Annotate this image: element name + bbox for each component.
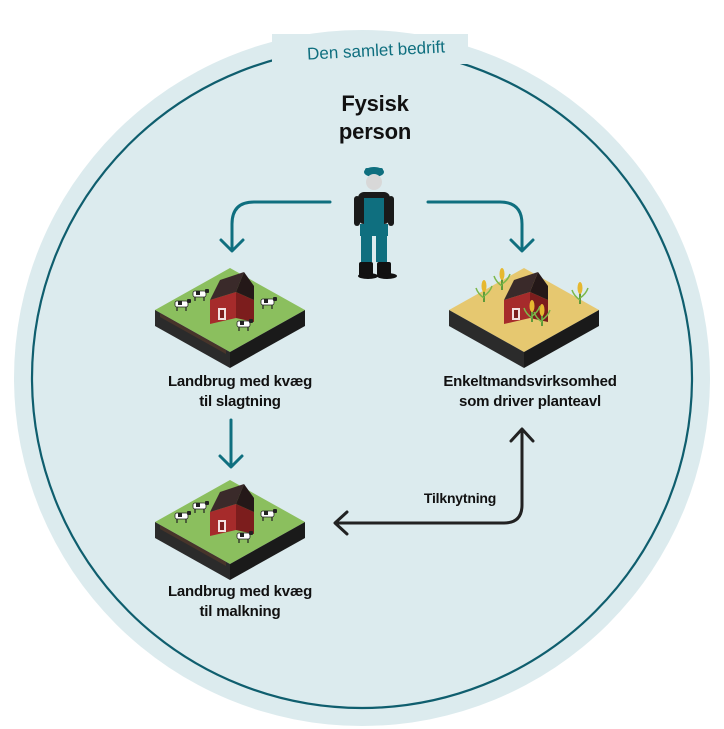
- cattle-milking-line1: Landbrug med kvæg: [167, 583, 313, 600]
- person-figure: [354, 167, 397, 279]
- arrow-connection: [333, 427, 535, 536]
- person-label: Fysisk person: [310, 90, 440, 146]
- cattle-milking-line2: til malkning: [199, 603, 281, 620]
- arrow-person-to-slaughter: [219, 200, 332, 253]
- arrow-slaughter-to-milking: [218, 418, 244, 469]
- cattle-slaughter-line2: til slagtning: [199, 393, 281, 410]
- soleprop-line2: som driver planteavl: [459, 393, 601, 410]
- cattle-slaughter-label: Landbrug med kvæg til slagtning: [120, 372, 360, 412]
- arrow-person-to-soleprop: [426, 200, 535, 253]
- soleprop-line1: Enkeltmandsvirksomhed: [443, 373, 617, 390]
- boundary-label-gap: [272, 34, 468, 64]
- person-label-line1: Fysisk: [341, 91, 409, 116]
- cattle-milking-label: Landbrug med kvæg til malkning: [120, 582, 360, 622]
- soleprop-label: Enkeltmandsvirksomhed som driver plantea…: [400, 372, 660, 412]
- connection-label: Tilknytning: [423, 490, 497, 506]
- cattle-slaughter-line1: Landbrug med kvæg: [167, 373, 313, 390]
- person-label-line2: person: [338, 119, 412, 144]
